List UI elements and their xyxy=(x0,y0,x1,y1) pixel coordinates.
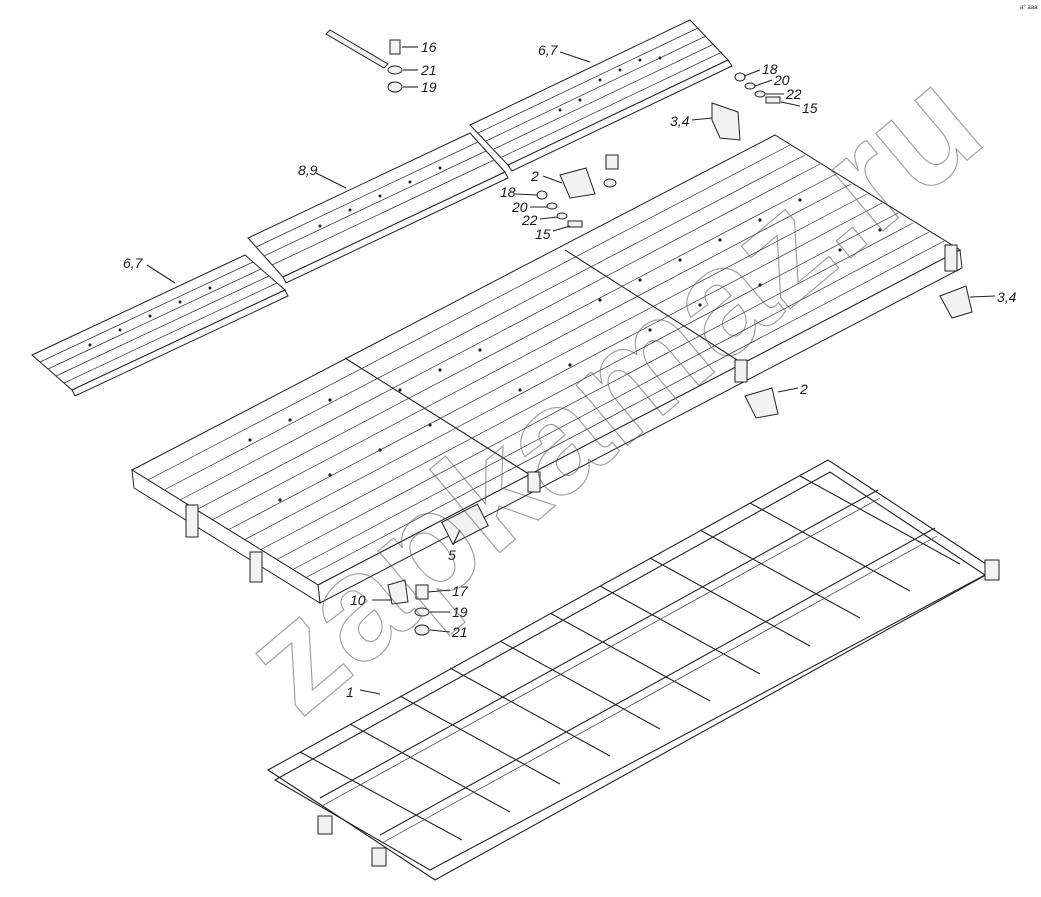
callout-8-9: 8,9 xyxy=(298,162,318,178)
floor-plank-set-6-7-upper xyxy=(469,19,733,172)
callout-5: 5 xyxy=(448,547,456,563)
callout-21-upper: 21 xyxy=(420,62,437,78)
callout-1: 1 xyxy=(346,684,354,700)
bracket-2-upper xyxy=(559,167,596,199)
bracket-3-4-upper xyxy=(711,102,741,141)
callout-16: 16 xyxy=(421,39,437,55)
callout-2-upper: 2 xyxy=(530,168,539,184)
hardware-parts xyxy=(325,29,973,636)
callout-6-7-left: 6,7 xyxy=(123,255,144,271)
bolt-16 xyxy=(389,39,401,55)
washer-21-upper xyxy=(387,65,403,75)
callout-3-4-upper: 3,4 xyxy=(670,113,690,129)
callout-15-upper: 15 xyxy=(802,100,818,116)
callout-18-middle: 18 xyxy=(500,184,516,200)
callout-21-lower: 21 xyxy=(451,624,468,640)
callout-20-upper: 20 xyxy=(773,72,790,88)
bracket-10 xyxy=(387,579,409,605)
bracket-2-lower xyxy=(744,387,779,419)
nut-19-upper xyxy=(387,81,403,93)
callout-17: 17 xyxy=(452,583,469,599)
leader-lines xyxy=(146,46,996,695)
callout-15-middle: 15 xyxy=(535,226,551,242)
callout-2-lower: 2 xyxy=(799,381,808,397)
callout-20-middle: 20 xyxy=(511,199,528,215)
callout-22-middle: 22 xyxy=(521,212,538,228)
corner-mark: a° aaa xyxy=(1020,5,1038,11)
callout-19-lower: 19 xyxy=(452,604,468,620)
bracket-3-4-right xyxy=(939,285,973,319)
callout-labels: 16 21 19 6,7 18 20 22 15 3,4 8,9 2 18 20… xyxy=(123,39,1017,700)
strip-plate xyxy=(325,29,389,69)
callout-10: 10 xyxy=(350,592,366,608)
callout-22-upper: 22 xyxy=(785,86,802,102)
callout-3-4-right: 3,4 xyxy=(997,289,1017,305)
platform-floor-assembly xyxy=(130,134,963,604)
callout-6-7-upper: 6,7 xyxy=(538,42,559,58)
floor-plank-set-6-7-left xyxy=(31,254,289,397)
callout-19-upper: 19 xyxy=(421,79,437,95)
platform-base-frame xyxy=(266,459,1000,881)
floor-plank-set-8-9 xyxy=(247,132,509,284)
callout-18-upper: 18 xyxy=(762,61,778,77)
